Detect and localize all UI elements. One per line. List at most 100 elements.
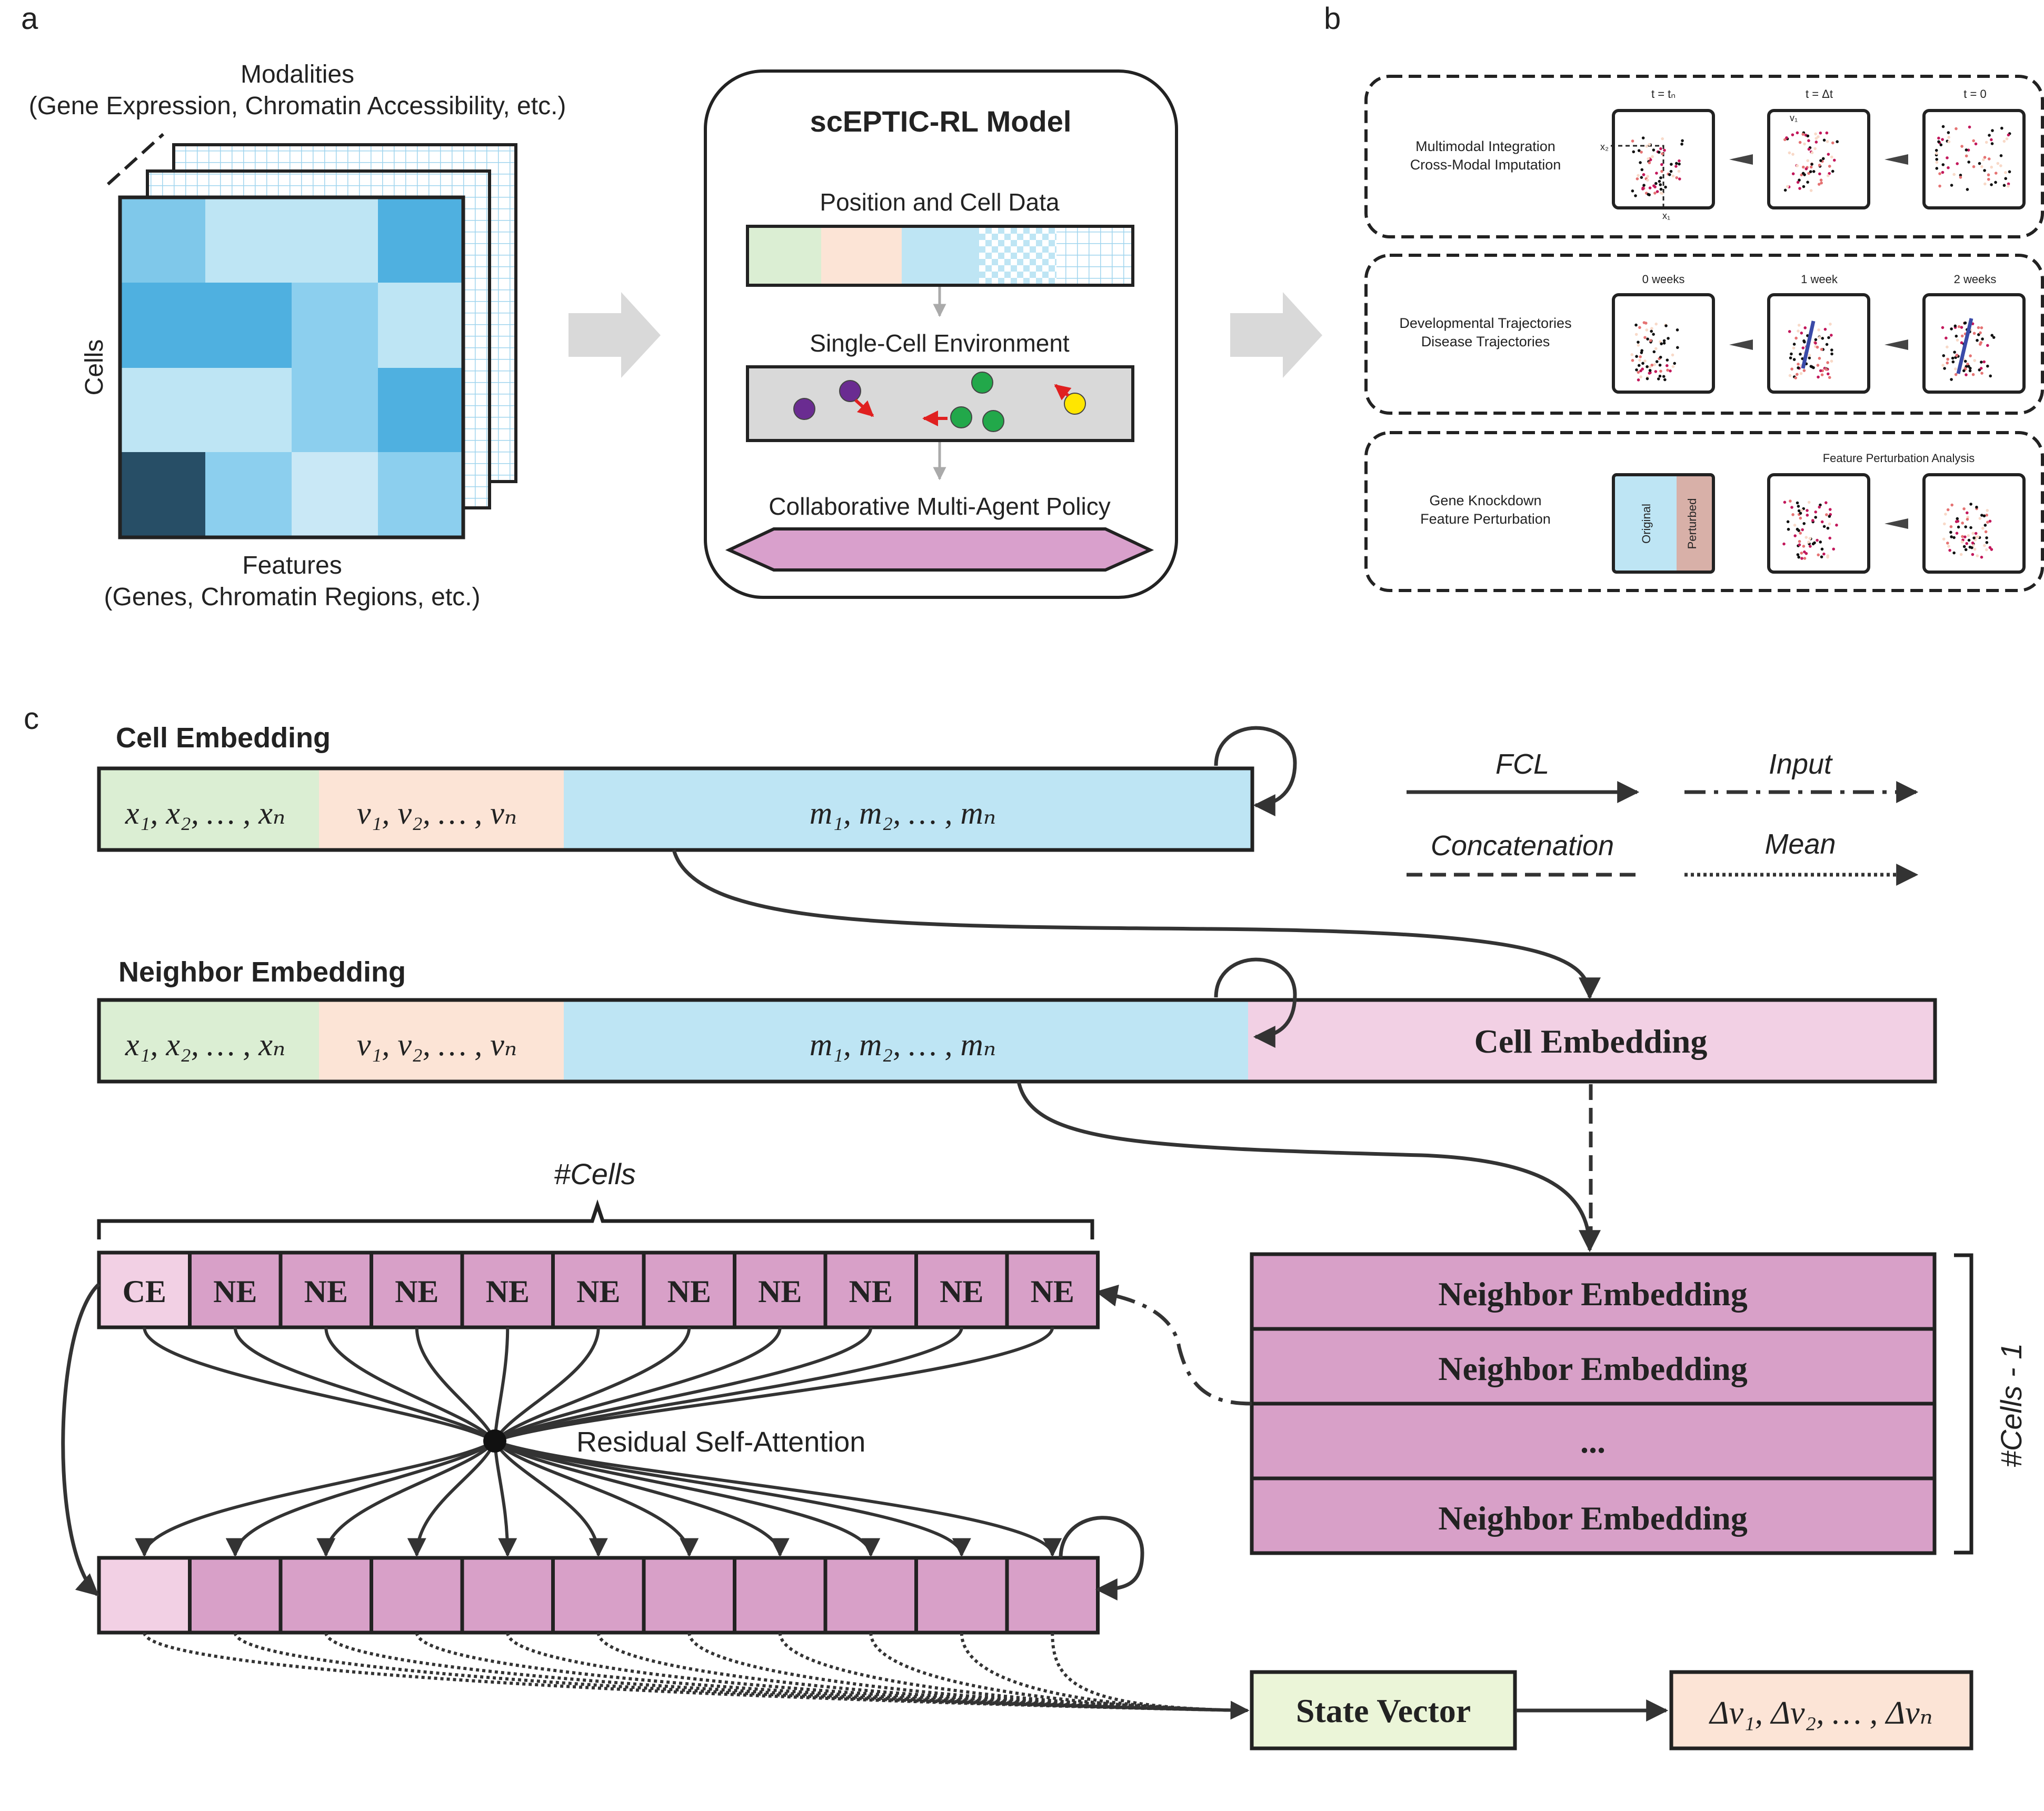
cells-count-label: #Cells xyxy=(554,1157,636,1190)
output-token xyxy=(823,1556,918,1635)
row2-time-1: 0 weeks xyxy=(1642,273,1685,286)
features-subtitle: (Genes, Chromatin Regions, etc.) xyxy=(104,583,481,611)
matrix-front-layer xyxy=(118,195,465,539)
row1-plot-2 xyxy=(1767,109,1870,209)
attention-label: Residual Self-Attention xyxy=(576,1426,865,1458)
environment-label: Single-Cell Environment xyxy=(810,329,1070,357)
panel-label-a: a xyxy=(21,2,38,36)
attention-out-edge xyxy=(493,1439,699,1557)
modalities-title: Modalities xyxy=(241,61,354,88)
row1-scatter-1 xyxy=(1631,136,1684,197)
neighbor-embedding-stack: Neighbor Embedding Neighbor Embedding ..… xyxy=(1250,1252,1937,1555)
row1-axis-x1: x₁ xyxy=(1662,211,1670,221)
stack-item-4: Neighbor Embedding xyxy=(1438,1499,1747,1537)
attention-out-edge xyxy=(494,1439,971,1557)
attention-out-edge xyxy=(225,1439,496,1557)
row2-arrow-1 xyxy=(1729,339,1753,350)
ne-token xyxy=(914,1250,1009,1329)
row2-plot-3 xyxy=(1922,293,2026,394)
sceptic-rl-model: scEPTIC-RL Model Position and Cell Data … xyxy=(704,69,1178,599)
attention-in-edge xyxy=(143,1327,496,1443)
output-token xyxy=(642,1556,736,1635)
ne-token-label: NE xyxy=(1031,1274,1074,1309)
stack-bracket xyxy=(1954,1253,1973,1555)
attention-in-edge xyxy=(494,1327,873,1443)
row1-scatter-3 xyxy=(1935,125,2011,191)
attention-in-edge xyxy=(493,1327,691,1443)
output-token xyxy=(370,1556,464,1635)
ne-token-label: NE xyxy=(758,1274,802,1309)
row3-scatter-2 xyxy=(1942,503,1993,559)
cells-brace xyxy=(97,1199,1094,1239)
ne-token xyxy=(1005,1250,1100,1329)
row2-time-3: 2 weeks xyxy=(1954,273,1997,286)
row2-line2: Disease Trajectories xyxy=(1421,334,1550,349)
mean-edge xyxy=(596,1632,1248,1712)
delta-v-label: Δv₁, Δv₂, … , Δvₙ xyxy=(1708,1695,1933,1731)
legend-input: Input xyxy=(1769,748,1833,780)
row1-line2: Cross-Modal Imputation xyxy=(1410,157,1561,173)
cell-embedding-bar: x₁, x₂, … , xₙ v₁, v₂, … , vₙ m₁, m₂, … … xyxy=(97,766,1254,852)
cell-self-loop xyxy=(1214,726,1297,816)
cell-embedding-title: Cell Embedding xyxy=(116,722,331,754)
policy-label: Collaborative Multi-Agent Policy xyxy=(769,493,1110,520)
perturbed-label: Perturbed xyxy=(1686,498,1699,549)
state-vector-label: State Vector xyxy=(1296,1692,1471,1729)
single-cell-environment xyxy=(746,365,1134,442)
multi-agent-policy-shape xyxy=(725,527,1154,572)
panel-label-c: c xyxy=(24,702,39,736)
edge-legend: FCL Input Concatenation Mean xyxy=(1407,748,1919,886)
mean-edge xyxy=(324,1632,1248,1712)
model-title: scEPTIC-RL Model xyxy=(810,105,1072,138)
flow-arrow-2 xyxy=(1230,292,1322,378)
cells-axis-label: Cells xyxy=(81,339,108,396)
output-token xyxy=(914,1556,1009,1635)
mean-edge xyxy=(960,1632,1248,1712)
row1-arrow-2 xyxy=(1885,154,1908,165)
neighbor-x-sequence: x₁, x₂, … , xₙ xyxy=(125,1027,285,1062)
output-token xyxy=(188,1556,283,1635)
ce-token-label: CE xyxy=(123,1274,166,1309)
attention-out-edge xyxy=(493,1440,517,1557)
mean-edges xyxy=(143,1632,1250,1720)
row1-time-2: t = Δt xyxy=(1806,87,1833,101)
ne-token-label: NE xyxy=(576,1274,620,1309)
row1-arrow-1 xyxy=(1729,154,1753,165)
neighbor-embedding-title: Neighbor Embedding xyxy=(118,956,406,988)
neighbor-v-sequence: v₁, v₂, … , vₙ xyxy=(357,1027,517,1062)
attention-node xyxy=(483,1429,506,1453)
attention-in-edge xyxy=(415,1327,496,1442)
row3-line1: Gene Knockdown xyxy=(1429,493,1541,508)
attention-in-edge xyxy=(493,1327,510,1442)
row1-axis-x2: x₂ xyxy=(1600,142,1609,152)
features-title: Features xyxy=(242,552,342,579)
row2-time-2: 1 week xyxy=(1801,273,1838,286)
attention-in-edge xyxy=(494,1327,963,1443)
original-label: Original xyxy=(1640,504,1653,544)
ne-token-label: NE xyxy=(304,1274,348,1309)
state-vector: State Vector xyxy=(1250,1670,1517,1750)
mean-edge xyxy=(778,1632,1248,1712)
row2-plot-2 xyxy=(1767,293,1870,394)
mean-edge xyxy=(233,1632,1248,1712)
ne-token xyxy=(278,1250,373,1329)
output-token xyxy=(460,1556,555,1635)
original-perturbed-bar: Original Perturbed xyxy=(1612,473,1715,574)
modality-matrix-stack: Modalities (Gene Expression, Chromatin A… xyxy=(29,61,566,611)
row1-line1: Multimodal Integration xyxy=(1415,138,1556,154)
attention-in-edge xyxy=(233,1327,496,1443)
residual-ce-path xyxy=(61,1283,101,1596)
row3-scatter-1 xyxy=(1782,499,1838,560)
attention-out-edge xyxy=(494,1439,881,1557)
ne-token xyxy=(188,1250,283,1329)
row1-scatter-2 xyxy=(1783,131,1839,192)
row3-plot-2 xyxy=(1922,473,2026,574)
row3-arrow-1 xyxy=(1885,518,1908,529)
output-token xyxy=(733,1556,827,1635)
cell-x-sequence: x₁, x₂, … , xₙ xyxy=(125,796,285,831)
panel-label-b: b xyxy=(1324,2,1341,36)
output-token xyxy=(551,1556,646,1635)
attention-edges xyxy=(135,1327,1062,1557)
